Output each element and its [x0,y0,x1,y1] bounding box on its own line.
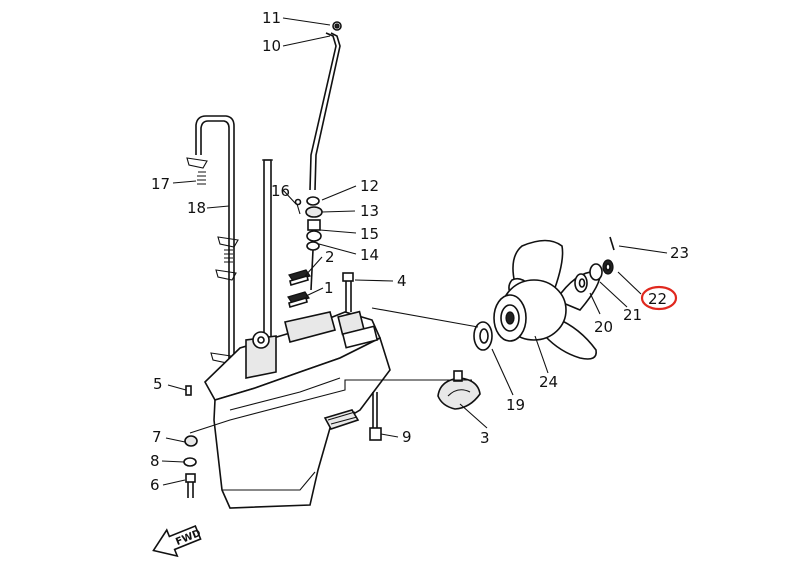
callout-24: 24 [539,373,558,391]
small-parts-left [183,385,198,498]
callout-20: 20 [594,318,613,336]
callout-labels: 11 10 17 18 16 12 13 15 14 2 1 4 23 22 2… [150,9,689,494]
callout-2: 2 [325,248,335,266]
shims [287,269,311,309]
callout-10: 10 [262,37,281,55]
callout-22: 22 [648,290,667,308]
callout-16: 16 [271,182,290,200]
shift-rod [309,21,342,191]
callout-14: 14 [360,246,379,264]
fwd-arrow-icon: FWD [152,524,203,558]
callout-9: 9 [402,428,412,446]
callout-5: 5 [153,375,163,393]
callout-21: 21 [623,306,642,324]
callout-23: 23 [670,244,689,262]
water-tube [186,115,239,370]
callout-17: 17 [151,175,170,193]
callout-4: 4 [397,272,407,290]
callout-3: 3 [480,429,490,447]
callout-15: 15 [360,225,379,243]
callout-1: 1 [324,279,334,297]
prop-hardware [574,236,615,293]
propeller [493,239,601,360]
callout-7: 7 [152,428,162,446]
lower-casing [204,310,391,509]
callout-18: 18 [187,199,206,217]
callout-12: 12 [360,177,379,195]
bolt-4 [342,272,354,312]
leader-lines [161,17,668,486]
washer-19 [473,321,493,351]
bolt-9 [369,392,382,441]
callout-19: 19 [506,396,525,414]
rod-joint-parts [294,196,323,291]
callout-13: 13 [360,202,379,220]
callout-11: 11 [262,9,281,27]
callout-6: 6 [150,476,160,494]
highlight-ring-22 [640,285,678,311]
anode-3 [437,370,481,410]
callout-8: 8 [150,452,160,470]
